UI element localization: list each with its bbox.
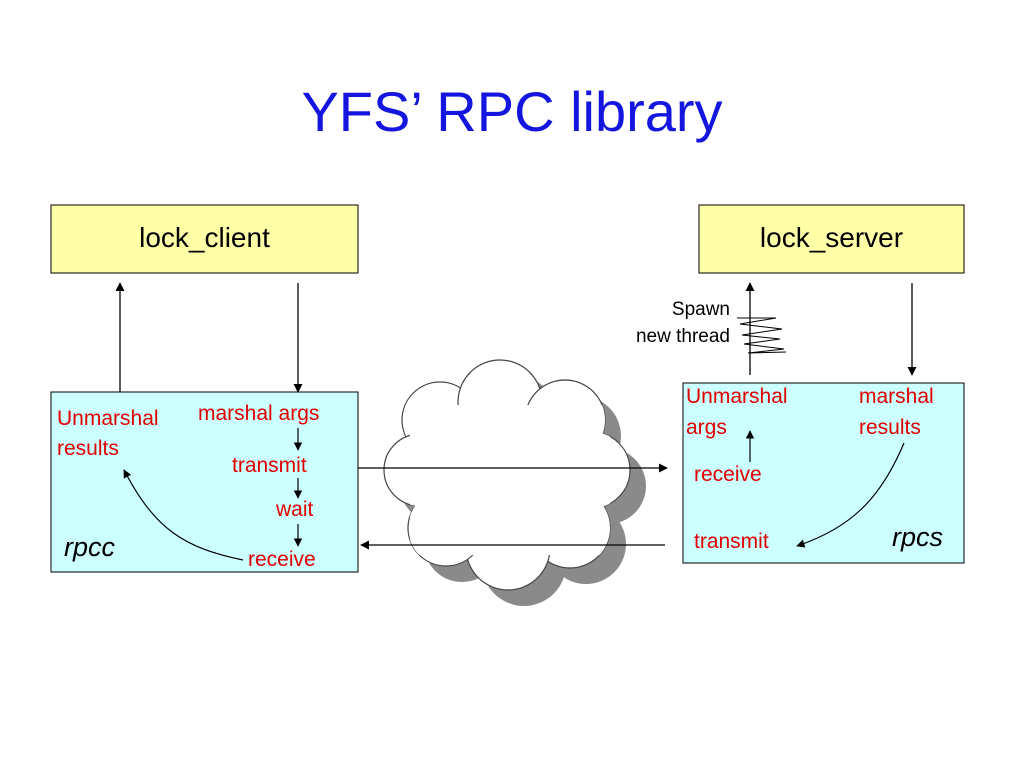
rpcc-box [50,391,359,573]
rpcc-label: rpcc [64,532,116,562]
spawn-label-line1: Spawn [671,299,730,320]
spawn-label-line2: new thread [635,326,730,347]
client-transmit: transmit [232,454,307,477]
client-receive: receive [248,548,316,571]
client-unmarshal-line1: Unmarshal [57,407,159,430]
client-marshal-args: marshal args [198,402,320,425]
network-cloud [383,359,646,606]
curve-arrow-server [796,442,905,548]
server-transmit: transmit [694,530,769,553]
client-unmarshal-line2: results [57,437,119,460]
curve-arrow-client [123,469,244,561]
server-marshal-line1: marshal [859,385,934,408]
rpcs-label: rpcs [892,522,944,552]
thread-squiggle-icon [737,317,787,354]
rpcs-box [682,382,965,564]
client-wait: wait [276,498,314,521]
lock-server-box [698,204,965,274]
server-unmarshal-line1: Unmarshal [686,385,788,408]
server-receive: receive [694,463,762,486]
server-unmarshal-line2: args [686,416,727,439]
slide-title: YFS’ RPC library [301,80,723,143]
server-marshal-line2: results [859,416,921,439]
lock-client-label: lock_client [139,222,270,253]
lock-client-box [50,204,359,274]
lock-server-label: lock_server [759,222,904,253]
